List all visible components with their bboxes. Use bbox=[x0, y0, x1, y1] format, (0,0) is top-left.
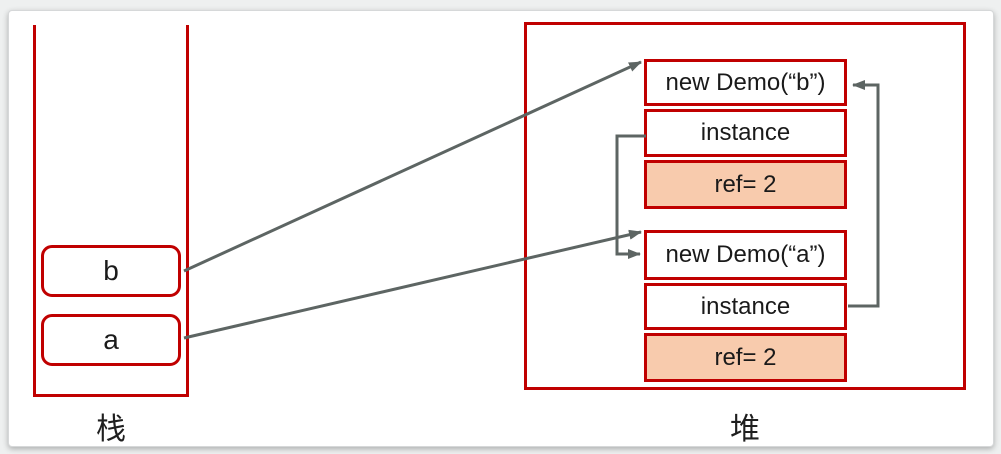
heap-object-b-instance: instance bbox=[644, 109, 847, 157]
heap-object-a-refcount-label: ref= 2 bbox=[714, 343, 777, 371]
heap-object-a-title-label: new Demo(“a”) bbox=[665, 241, 826, 268]
heap-object-b-instance-label: instance bbox=[700, 119, 791, 146]
stack-var-b: b bbox=[41, 245, 181, 297]
heap-object-a-instance: instance bbox=[644, 283, 847, 330]
heap-object-b-title-label: new Demo(“b”) bbox=[665, 68, 826, 96]
heap-object-b-title: new Demo(“b”) bbox=[644, 59, 847, 106]
stack-var-a: a bbox=[41, 314, 181, 366]
heap-object-b-refcount-label: ref= 2 bbox=[714, 170, 777, 198]
heap-object-a-instance-label: instance bbox=[700, 292, 791, 320]
heap-object-b-refcount: ref= 2 bbox=[644, 160, 847, 209]
stack-region-label: 栈 bbox=[96, 413, 126, 446]
stack-var-a-label: a bbox=[103, 324, 119, 355]
heap-object-a-title: new Demo(“a”) bbox=[644, 230, 847, 280]
heap-region-label: 堆 bbox=[730, 413, 760, 446]
heap-object-a-refcount: ref= 2 bbox=[644, 333, 847, 382]
stack-var-b-label: b bbox=[103, 255, 119, 286]
